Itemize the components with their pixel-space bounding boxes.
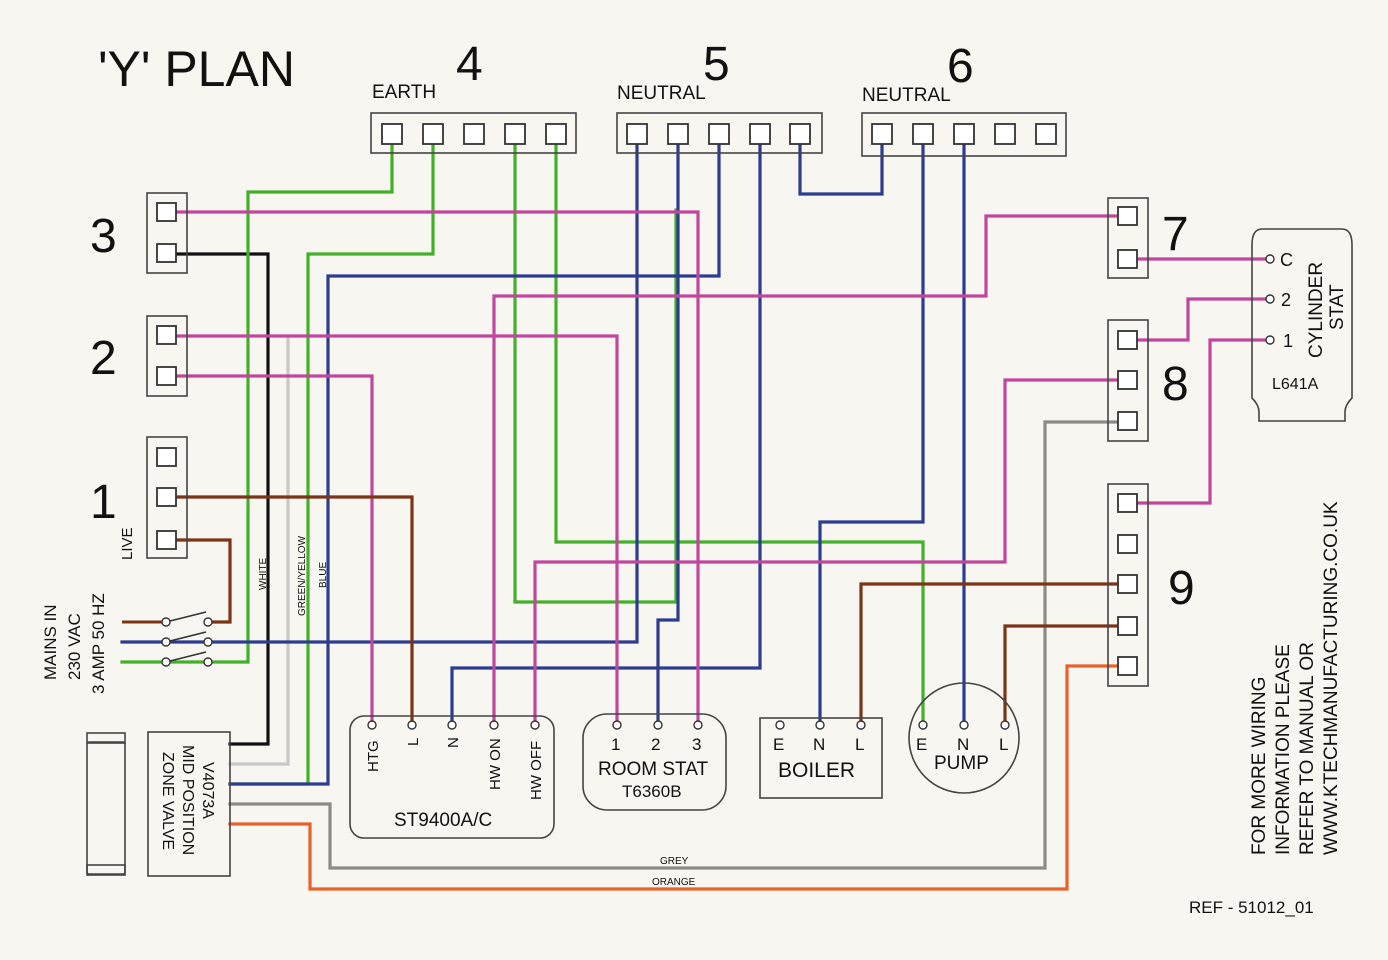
- boiler-terminal-e: E: [773, 735, 784, 754]
- terminal-block-5: NEUTRAL 5: [616, 38, 823, 154]
- room-stat-name: ROOM STAT: [598, 759, 709, 780]
- zone-valve: V4073A MID POSITION ZONE VALVE: [86, 731, 231, 877]
- pink-wire-block2-stat1: [164, 334, 619, 727]
- boiler-name: BOILER: [778, 759, 855, 782]
- zone-valve-line2: MID POSITION: [179, 745, 196, 855]
- mains-line3: 3 AMP 50 HZ: [89, 593, 108, 694]
- reference-number: REF - 51012_01: [1189, 898, 1314, 917]
- mains-line2: 230 VAC: [65, 613, 84, 680]
- pink-wire-hwoff-block8: [533, 378, 1130, 727]
- block-5-label: NEUTRAL: [617, 83, 706, 104]
- room-stat-terminal-1: 1: [611, 735, 620, 754]
- pump-terminal-e: E: [916, 735, 927, 754]
- block-6-number: 6: [947, 40, 974, 93]
- brown-wire-pump-l: [1003, 624, 1130, 727]
- room-stat: 1 2 3 ROOM STAT T6360B: [582, 713, 727, 811]
- block-8-number: 8: [1162, 358, 1189, 411]
- terminal-block-1: 1 LIVE: [90, 436, 188, 560]
- boiler: E N L BOILER: [759, 717, 883, 799]
- mains-label: MAINS IN 230 VAC 3 AMP 50 HZ: [41, 593, 108, 694]
- cylinder-stat-terminal-2: 2: [1281, 290, 1291, 310]
- cable-label-grey: GREY: [660, 856, 689, 867]
- programmer-terminal-l: L: [405, 738, 422, 746]
- programmer-terminal-n: N: [445, 737, 462, 748]
- pink-wire-block8-2: [1126, 297, 1272, 342]
- info-line3: REFER TO MANUAL OR: [1297, 642, 1318, 855]
- blue-wire-mains-neutral: [120, 131, 639, 644]
- green-wire-hwon: [513, 131, 678, 604]
- programmer-terminal-htg: HTG: [365, 740, 382, 772]
- grey-wire: [228, 420, 1130, 870]
- boiler-terminal-n: N: [813, 735, 825, 754]
- zone-valve-line3: ZONE VALVE: [159, 752, 176, 850]
- room-stat-terminal-2: 2: [651, 735, 660, 754]
- pink-wire-block2-htg: [164, 374, 374, 727]
- brown-wire-programmer-l: [164, 495, 414, 727]
- block-2-number: 2: [90, 332, 117, 385]
- wires: [120, 131, 1272, 891]
- blue-wire-boiler-n: [818, 131, 925, 727]
- boiler-terminal-l: L: [855, 735, 864, 754]
- cable-label-green-yellow: GREEN/YELLOW: [297, 535, 308, 616]
- pump-terminal-n: N: [957, 735, 969, 754]
- pump-name: PUMP: [934, 753, 989, 774]
- cable-label-white: WHITE: [258, 557, 269, 590]
- orange-wire: [228, 664, 1130, 891]
- info-line1: FOR MORE WIRING: [1249, 677, 1270, 855]
- cable-label-orange: ORANGE: [652, 877, 696, 888]
- block-4-number: 4: [456, 38, 483, 91]
- cylinder-stat-terminal-c: C: [1280, 250, 1293, 270]
- terminal-block-6: NEUTRAL 6: [861, 40, 1067, 157]
- blue-wire-programmer-n: [450, 131, 762, 727]
- cable-label-blue: BLUE: [318, 562, 329, 588]
- block-4-label: EARTH: [372, 82, 436, 103]
- terminal-block-9: 9: [1107, 483, 1195, 687]
- diagram-title: 'Y' PLAN: [98, 41, 295, 97]
- programmer-name: ST9400A/C: [394, 810, 492, 831]
- mains-switch: [122, 611, 213, 667]
- cylinder-stat: C 2 1 CYLINDER STAT L641A: [1251, 228, 1353, 422]
- block-1-label: LIVE: [119, 527, 136, 560]
- room-stat-terminal-3: 3: [692, 735, 701, 754]
- cylinder-stat-terminal-1: 1: [1283, 331, 1293, 351]
- info-line2: INFORMATION PLEASE: [1273, 644, 1294, 855]
- brown-wire-mains-live: [164, 538, 232, 624]
- terminal-block-3: 3: [90, 192, 188, 274]
- blue-wire-valve-neutral: [228, 131, 721, 786]
- blue-wire-stat-2: [656, 131, 680, 727]
- black-wire: [164, 252, 270, 746]
- info-text: FOR MORE WIRING INFORMATION PLEASE REFER…: [1249, 501, 1342, 855]
- block-1-number: 1: [90, 476, 117, 529]
- block-7-number: 7: [1162, 208, 1189, 261]
- cylinder-stat-line2: STAT: [1327, 284, 1348, 330]
- info-line4: WWW.KTECHMANUFACTURING.CO.UK: [1321, 501, 1342, 855]
- pink-wire-block3-stat3: [164, 210, 700, 727]
- pump: E N L PUMP: [908, 682, 1020, 794]
- white-wire: [228, 336, 290, 766]
- zone-valve-model: V4073A: [199, 762, 216, 819]
- mains-line1: MAINS IN: [41, 604, 60, 680]
- terminal-block-2: 2: [90, 315, 188, 397]
- cylinder-stat-model: L641A: [1272, 376, 1319, 393]
- room-stat-model: T6360B: [622, 782, 682, 801]
- pink-wire-hwon-block7: [492, 214, 1130, 727]
- block-9-number: 9: [1168, 562, 1195, 615]
- brown-wire-boiler-l: [859, 582, 1130, 727]
- terminal-block-8: 8: [1107, 319, 1189, 442]
- programmer-terminal-hw-on: HW ON: [487, 738, 504, 790]
- block-6-label: NEUTRAL: [862, 85, 951, 106]
- blue-wire-block5-6: [798, 131, 884, 196]
- cylinder-stat-line1: CYLINDER: [1306, 262, 1327, 358]
- pump-terminal-l: L: [999, 735, 1008, 754]
- block-5-number: 5: [703, 38, 730, 91]
- programmer: HTG L N HW ON HW OFF ST9400A/C: [349, 715, 555, 839]
- pink-wire-block9-1: [1126, 338, 1272, 505]
- terminal-block-7: 7: [1107, 197, 1189, 279]
- terminal-block-4: EARTH 4: [370, 38, 577, 154]
- programmer-terminal-hw-off: HW OFF: [528, 741, 545, 800]
- block-3-number: 3: [90, 210, 117, 263]
